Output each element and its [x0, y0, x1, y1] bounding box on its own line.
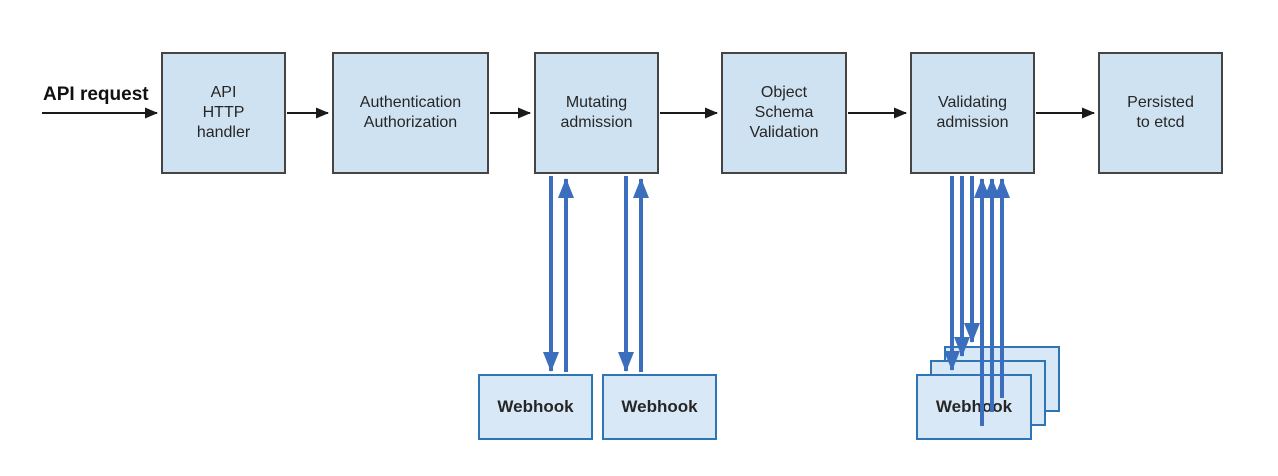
node-authentication-authorization-label: Authentication Authorization [359, 94, 462, 131]
node-validating-admission-label: Validating admission [936, 94, 1009, 131]
node-mutating-admission-label: Mutating admission [560, 94, 633, 131]
mutating-webhook-box-2: Webhook [602, 374, 717, 440]
node-api-http-handler-label: API HTTP handler [196, 84, 251, 141]
node-api-http-handler: API HTTP handler [161, 52, 286, 174]
node-persisted-to-etcd: Persisted to etcd [1098, 52, 1223, 174]
mutating-webhook-label-1: Webhook [497, 397, 574, 416]
validating-webhook-box-front: Webhook [916, 374, 1032, 440]
node-object-schema-validation-label: Object Schema Validation [749, 84, 819, 141]
mutating-webhook-label-2: Webhook [621, 397, 698, 416]
node-persisted-to-etcd-label: Persisted to etcd [1127, 94, 1194, 131]
node-mutating-admission: Mutating admission [534, 52, 659, 174]
validating-webhook-label: Webhook [935, 397, 1013, 416]
node-validating-admission: Validating admission [910, 52, 1035, 174]
node-object-schema-validation: Object Schema Validation [721, 52, 847, 174]
node-authentication-authorization: Authentication Authorization [332, 52, 489, 174]
api-request-label: API request [43, 84, 149, 105]
mutating-webhook-box-1: Webhook [478, 374, 593, 440]
